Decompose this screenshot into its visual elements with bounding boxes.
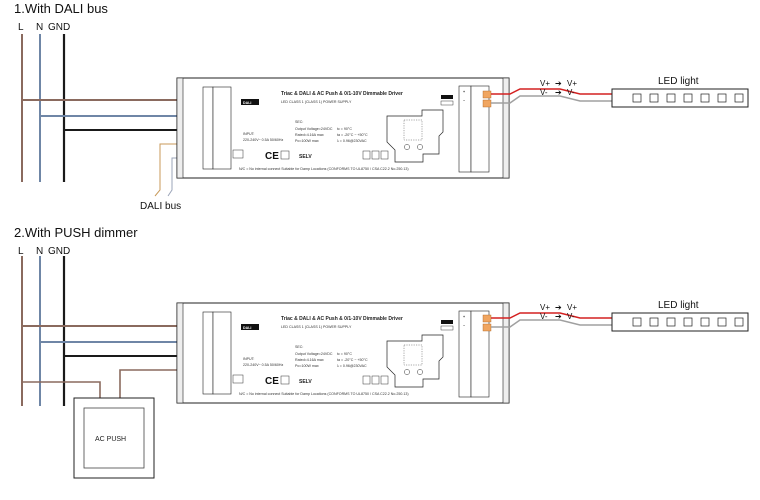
arrow-icon: ➔ xyxy=(555,79,562,88)
terminal-plus-2: + xyxy=(463,315,465,319)
terminal-l-label-2: L xyxy=(18,246,24,257)
terminal-gnd-label-2: GND xyxy=(48,246,70,257)
driver-subtitle-1: LED CLASS 1 (CLASS 1) POWER SUPPLY xyxy=(281,100,352,104)
terminal-out-plus-2 xyxy=(482,314,492,323)
terminal-n-label-2: N xyxy=(36,246,43,257)
driver-2: Triac & DALI & AC Push & 0/1-10V Dimmabl… xyxy=(176,302,510,404)
vminus-in-label-2: V- xyxy=(540,312,548,321)
output-voltage-1: Output Voltage=24VDC xyxy=(295,127,333,131)
ta-value-1: ta = -20°C ~ +50°C xyxy=(337,133,368,137)
vplus-to-led-2 xyxy=(540,312,612,319)
led-label-1: LED light xyxy=(658,76,699,87)
driver-1: Triac & DALI & AC Push & 0/1-10V Dimmabl… xyxy=(176,77,510,179)
sec-label-2: SEC: xyxy=(295,345,303,349)
vplus-lead-2 xyxy=(491,312,540,319)
dali-logo-2: DALI xyxy=(243,326,251,330)
vplus-in-label-1: V+ xyxy=(540,79,550,88)
terminal-plus-1: + xyxy=(463,90,465,94)
vminus-to-led-2 xyxy=(540,319,612,326)
input-label-1: INPUT: xyxy=(243,132,255,136)
lambda-value-2: λ = 0.96@230VAC xyxy=(337,364,367,368)
input-value-1: 220-240V~ 0.5A 50/60Hz xyxy=(243,138,283,142)
terminal-gnd-label-1: GND xyxy=(48,22,70,33)
sec-label-1: SEC: xyxy=(295,120,303,124)
driver-title-2: Triac & DALI & AC Push & 0/1-10V Dimmabl… xyxy=(281,316,403,322)
ta-value-2: ta = -20°C ~ +50°C xyxy=(337,358,368,362)
vminus-lead-2 xyxy=(491,319,540,328)
arrow-icon: ➔ xyxy=(555,88,562,97)
section-title-2: 2.With PUSH dimmer xyxy=(14,225,138,240)
input-value-2: 220-240V~ 0.5A 50/60Hz xyxy=(243,363,283,367)
vplus-lead-1 xyxy=(491,88,540,95)
terminal-out-plus-1 xyxy=(482,90,492,99)
ce-mark-2: CE xyxy=(265,376,279,387)
vplus-in-label-2: V+ xyxy=(540,303,550,312)
tc-value-1: tc = 90°C xyxy=(337,127,352,131)
lambda-value-1: λ = 0.96@230VAC xyxy=(337,139,367,143)
vminus-out-label-2: V- xyxy=(567,312,575,321)
vminus-lead-1 xyxy=(491,95,540,104)
vminus-in-label-1: V- xyxy=(540,88,548,97)
driver-subtitle-2: LED CLASS 1 (CLASS 1) POWER SUPPLY xyxy=(281,325,352,329)
led-label-2: LED light xyxy=(658,300,699,311)
driver-footer-1: N/C = No internal connect Suitable for D… xyxy=(239,167,409,171)
vplus-to-led-1 xyxy=(540,88,612,95)
ac-push-switch: AC PUSH xyxy=(73,397,155,479)
arrow-icon: ➔ xyxy=(555,312,562,321)
vminus-to-led-1 xyxy=(540,95,612,102)
terminal-l-label-1: L xyxy=(18,22,24,33)
driver-title-1: Triac & DALI & AC Push & 0/1-10V Dimmabl… xyxy=(281,91,403,97)
push-wire-b xyxy=(22,381,101,398)
terminal-minus-1: − xyxy=(463,99,465,103)
vplus-out-label-1: V+ xyxy=(567,79,577,88)
selv-mark-1: SELV xyxy=(299,154,312,160)
terminal-out-minus-1 xyxy=(482,99,492,108)
dali-bus-label: DALI bus xyxy=(140,201,181,212)
vplus-out-label-2: V+ xyxy=(567,303,577,312)
driver-footer-2: N/C = No internal connect Suitable for D… xyxy=(239,392,409,396)
rated-current-1: Rated=4.16A max xyxy=(295,133,324,137)
led-strip-2 xyxy=(611,312,749,332)
selv-mark-2: SELV xyxy=(299,379,312,385)
terminal-minus-2: − xyxy=(463,324,465,328)
input-label-2: INPUT: xyxy=(243,357,255,361)
ac-push-label: AC PUSH xyxy=(95,436,126,443)
led-strip-1 xyxy=(611,88,749,108)
ce-mark-1: CE xyxy=(265,151,279,162)
rated-power-1: Po=100W max xyxy=(295,139,319,143)
terminal-n-label-1: N xyxy=(36,22,43,33)
vminus-out-label-1: V- xyxy=(567,88,575,97)
dali-logo-1: DALI xyxy=(243,101,251,105)
output-voltage-2: Output Voltage=24VDC xyxy=(295,352,333,356)
arrow-icon: ➔ xyxy=(555,303,562,312)
terminal-out-minus-2 xyxy=(482,323,492,332)
rated-current-2: Rated=4.16A max xyxy=(295,358,324,362)
tc-value-2: tc = 90°C xyxy=(337,352,352,356)
rated-power-2: Po=100W max xyxy=(295,364,319,368)
section-title-1: 1.With DALI bus xyxy=(14,1,108,16)
